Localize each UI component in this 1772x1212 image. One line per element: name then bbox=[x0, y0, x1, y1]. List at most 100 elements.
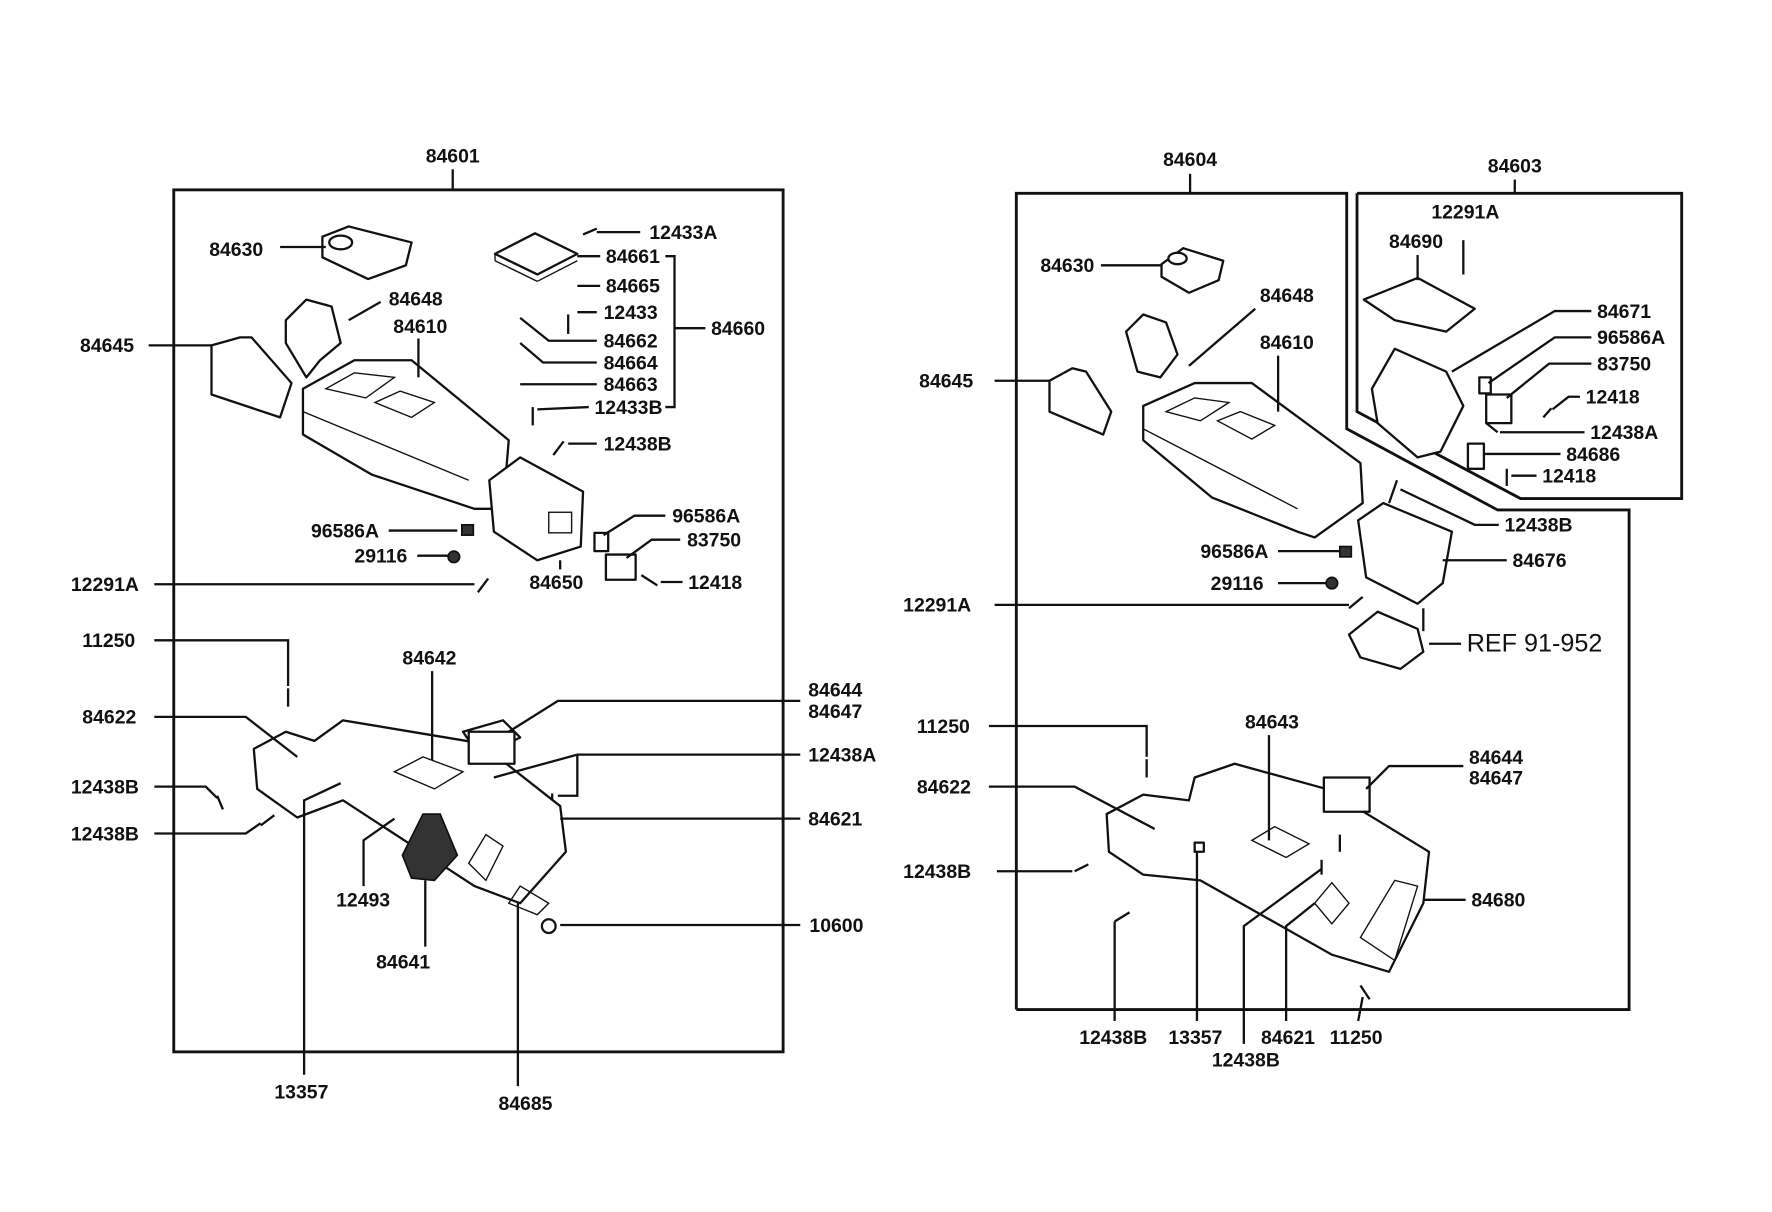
part-label-84648[interactable]: 84648 bbox=[389, 288, 443, 310]
leader-line bbox=[508, 699, 801, 733]
part-label-84676[interactable]: 84676 bbox=[1512, 550, 1566, 572]
part-label-12291A-top[interactable]: 12291A bbox=[1431, 201, 1499, 223]
leader-line bbox=[154, 822, 262, 835]
part-label-83750[interactable]: 83750 bbox=[687, 530, 741, 552]
leader-line bbox=[1188, 307, 1257, 367]
part-label-84685[interactable]: 84685 bbox=[498, 1093, 552, 1115]
part-label-12438B-c[interactable]: 12438B bbox=[71, 823, 139, 845]
part-label-84610[interactable]: 84610 bbox=[393, 316, 447, 338]
leader-line bbox=[625, 538, 681, 559]
leader-line bbox=[1487, 336, 1592, 385]
part-label-84621[interactable]: 84621 bbox=[808, 808, 862, 830]
part-label-11250-b[interactable]: 11250 bbox=[1330, 1027, 1383, 1049]
leader-line bbox=[302, 782, 342, 1075]
part-label-84660[interactable]: 84660 bbox=[711, 318, 765, 340]
leader-line bbox=[519, 317, 597, 342]
leader-line bbox=[557, 754, 579, 797]
part-label-10600[interactable]: 10600 bbox=[809, 915, 863, 937]
part-label-12433[interactable]: 12433 bbox=[604, 302, 658, 324]
part-label-83750[interactable]: 83750 bbox=[1597, 353, 1651, 375]
part-label-84645[interactable]: 84645 bbox=[80, 335, 134, 357]
leader-line bbox=[1357, 996, 1364, 1022]
armrest-lid-part bbox=[493, 232, 579, 282]
part-label-12493[interactable]: 12493 bbox=[336, 890, 390, 912]
part-label-12433B[interactable]: 12433B bbox=[594, 397, 662, 419]
sub-assembly-frame bbox=[1355, 191, 1684, 500]
part-label-12438B[interactable]: 12438B bbox=[604, 434, 672, 456]
part-label-84621[interactable]: 84621 bbox=[1261, 1027, 1315, 1049]
part-label-12438B-c[interactable]: 12438B bbox=[1079, 1027, 1147, 1049]
armrest-box-part bbox=[1362, 240, 1553, 486]
leader-line bbox=[603, 514, 666, 537]
part-label-13357[interactable]: 13357 bbox=[274, 1082, 328, 1104]
part-label-12438A[interactable]: 12438A bbox=[1590, 422, 1658, 444]
leader-line bbox=[1365, 764, 1464, 790]
part-label-12433A[interactable]: 12433A bbox=[649, 222, 717, 244]
part-label-12291A[interactable]: 12291A bbox=[71, 574, 139, 596]
part-label-12438B-b[interactable]: 12438B bbox=[903, 861, 971, 883]
ashtray-part bbox=[321, 225, 413, 281]
part-label-11250[interactable]: 11250 bbox=[82, 630, 135, 652]
part-label-84671[interactable]: 84671 bbox=[1597, 301, 1651, 323]
leader-line bbox=[154, 639, 290, 687]
part-label-84622[interactable]: 84622 bbox=[82, 707, 136, 729]
part-label-84630[interactable]: 84630 bbox=[209, 239, 263, 261]
left-assembly: 84601 bbox=[71, 145, 876, 1115]
part-label-84622[interactable]: 84622 bbox=[917, 776, 971, 798]
part-label-12438B-d[interactable]: 12438B bbox=[1212, 1050, 1280, 1072]
part-label-84661[interactable]: 84661 bbox=[606, 246, 660, 268]
rear-box-part bbox=[1325, 479, 1454, 671]
part-label-12438B-b[interactable]: 12438B bbox=[71, 776, 139, 798]
leader-line bbox=[362, 817, 396, 887]
part-label-84610[interactable]: 84610 bbox=[1260, 332, 1314, 354]
part-label-29116[interactable]: 29116 bbox=[1211, 573, 1264, 595]
part-label-84643[interactable]: 84643 bbox=[1245, 711, 1299, 733]
part-label-12418-b[interactable]: 12418 bbox=[1542, 466, 1596, 488]
part-label-84647[interactable]: 84647 bbox=[1469, 767, 1523, 789]
part-label-84662[interactable]: 84662 bbox=[604, 331, 658, 353]
leader-line bbox=[1551, 395, 1580, 411]
leader-line bbox=[1506, 362, 1592, 399]
part-label-84641[interactable]: 84641 bbox=[376, 951, 430, 973]
part-label-84664[interactable]: 84664 bbox=[604, 352, 658, 374]
part-label-84680[interactable]: 84680 bbox=[1471, 890, 1525, 912]
part-label-96586A[interactable]: 96586A bbox=[311, 520, 379, 542]
rear-box-part bbox=[488, 456, 585, 562]
part-label-11250[interactable]: 11250 bbox=[917, 716, 970, 738]
leader-line bbox=[493, 753, 801, 779]
part-label-84647[interactable]: 84647 bbox=[808, 701, 862, 723]
part-label-84645[interactable]: 84645 bbox=[919, 371, 973, 393]
part-label-12418[interactable]: 12418 bbox=[688, 572, 742, 594]
part-label-12438B[interactable]: 12438B bbox=[1504, 515, 1572, 537]
leader-line bbox=[988, 785, 1156, 830]
part-label-96586A-b[interactable]: 96586A bbox=[672, 506, 740, 528]
assembly-number-84604[interactable]: 84604 bbox=[1163, 149, 1217, 171]
leader-line bbox=[988, 724, 1148, 757]
part-label-84648[interactable]: 84648 bbox=[1260, 285, 1314, 307]
part-label-84644[interactable]: 84644 bbox=[1469, 747, 1523, 769]
assembly-frame bbox=[172, 188, 785, 1054]
part-label-84642[interactable]: 84642 bbox=[402, 647, 456, 669]
assembly-frame bbox=[1014, 191, 1631, 1011]
part-label-84665[interactable]: 84665 bbox=[606, 276, 660, 298]
assembly-number-84601[interactable]: 84601 bbox=[426, 145, 480, 167]
part-label-84644[interactable]: 84644 bbox=[808, 679, 862, 701]
assembly-number-84603[interactable]: 84603 bbox=[1488, 156, 1542, 178]
part-label-12438A[interactable]: 12438A bbox=[808, 744, 876, 766]
part-label-96586A[interactable]: 96586A bbox=[1200, 541, 1268, 563]
part-label-13357[interactable]: 13357 bbox=[1168, 1027, 1222, 1049]
leader-line bbox=[154, 715, 298, 758]
part-label-84663[interactable]: 84663 bbox=[604, 374, 658, 396]
part-label-84690[interactable]: 84690 bbox=[1389, 231, 1443, 253]
leader-line bbox=[519, 342, 597, 364]
part-label-96586A-top[interactable]: 96586A bbox=[1597, 327, 1665, 349]
part-label-12291A[interactable]: 12291A bbox=[903, 595, 971, 617]
part-label-12418-a[interactable]: 12418 bbox=[1586, 387, 1640, 409]
reference-label[interactable]: REF 91-952 bbox=[1467, 630, 1603, 658]
side-cover-part bbox=[1048, 313, 1179, 436]
part-label-84630[interactable]: 84630 bbox=[1040, 255, 1094, 277]
part-label-29116[interactable]: 29116 bbox=[354, 546, 407, 568]
part-label-84686[interactable]: 84686 bbox=[1566, 444, 1620, 466]
part-label-84650[interactable]: 84650 bbox=[529, 572, 583, 594]
